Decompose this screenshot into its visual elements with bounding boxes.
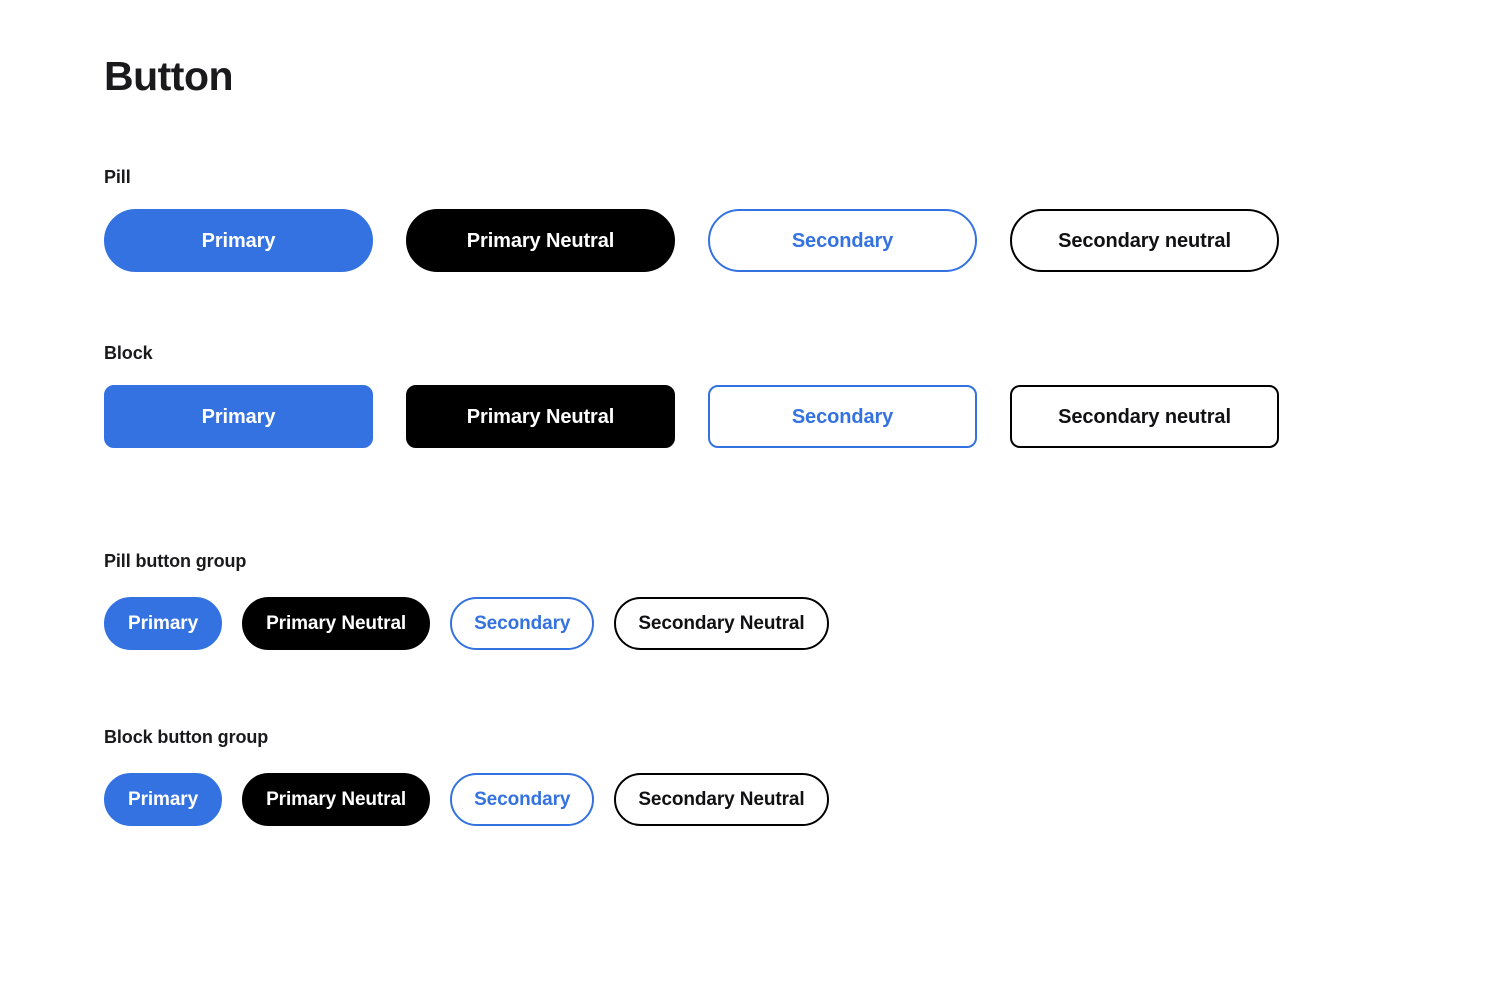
pill-secondary-button[interactable]: Secondary xyxy=(708,209,977,272)
pill-group-secondary-button[interactable]: Secondary xyxy=(450,597,595,650)
block-secondary-neutral-button[interactable]: Secondary neutral xyxy=(1010,385,1279,448)
section-label-block-button-group: Block button group xyxy=(104,727,269,747)
block-group-secondary-neutral-button[interactable]: Secondary Neutral xyxy=(614,773,829,826)
section-label-pill-button-group: Pill button group xyxy=(104,551,247,571)
section-pill: Pill Primary Primary Neutral Secondary S… xyxy=(104,168,1279,272)
page-title: Button xyxy=(104,53,234,99)
pill-primary-neutral-button[interactable]: Primary Neutral xyxy=(406,209,675,272)
pill-group-secondary-neutral-button[interactable]: Secondary Neutral xyxy=(614,597,829,650)
button-row-pill: Primary Primary Neutral Secondary Second… xyxy=(104,209,1279,272)
button-group-block: Primary Primary Neutral Secondary Second… xyxy=(104,773,829,826)
pill-group-primary-neutral-button[interactable]: Primary Neutral xyxy=(242,597,431,650)
pill-secondary-neutral-button[interactable]: Secondary neutral xyxy=(1010,209,1279,272)
block-primary-neutral-button[interactable]: Primary Neutral xyxy=(406,385,675,448)
section-block-button-group: Block button group Primary Primary Neutr… xyxy=(104,728,829,826)
block-group-primary-neutral-button[interactable]: Primary Neutral xyxy=(242,773,431,826)
block-secondary-button[interactable]: Secondary xyxy=(708,385,977,448)
button-group-pill: Primary Primary Neutral Secondary Second… xyxy=(104,597,829,650)
block-group-secondary-button[interactable]: Secondary xyxy=(450,773,595,826)
pill-group-primary-button[interactable]: Primary xyxy=(104,597,223,650)
pill-primary-button[interactable]: Primary xyxy=(104,209,373,272)
section-block: Block Primary Primary Neutral Secondary … xyxy=(104,344,1279,448)
section-label-block: Block xyxy=(104,343,153,363)
section-pill-button-group: Pill button group Primary Primary Neutra… xyxy=(104,552,829,650)
block-group-primary-button[interactable]: Primary xyxy=(104,773,223,826)
button-row-block: Primary Primary Neutral Secondary Second… xyxy=(104,385,1279,448)
section-label-pill: Pill xyxy=(104,167,131,187)
block-primary-button[interactable]: Primary xyxy=(104,385,373,448)
